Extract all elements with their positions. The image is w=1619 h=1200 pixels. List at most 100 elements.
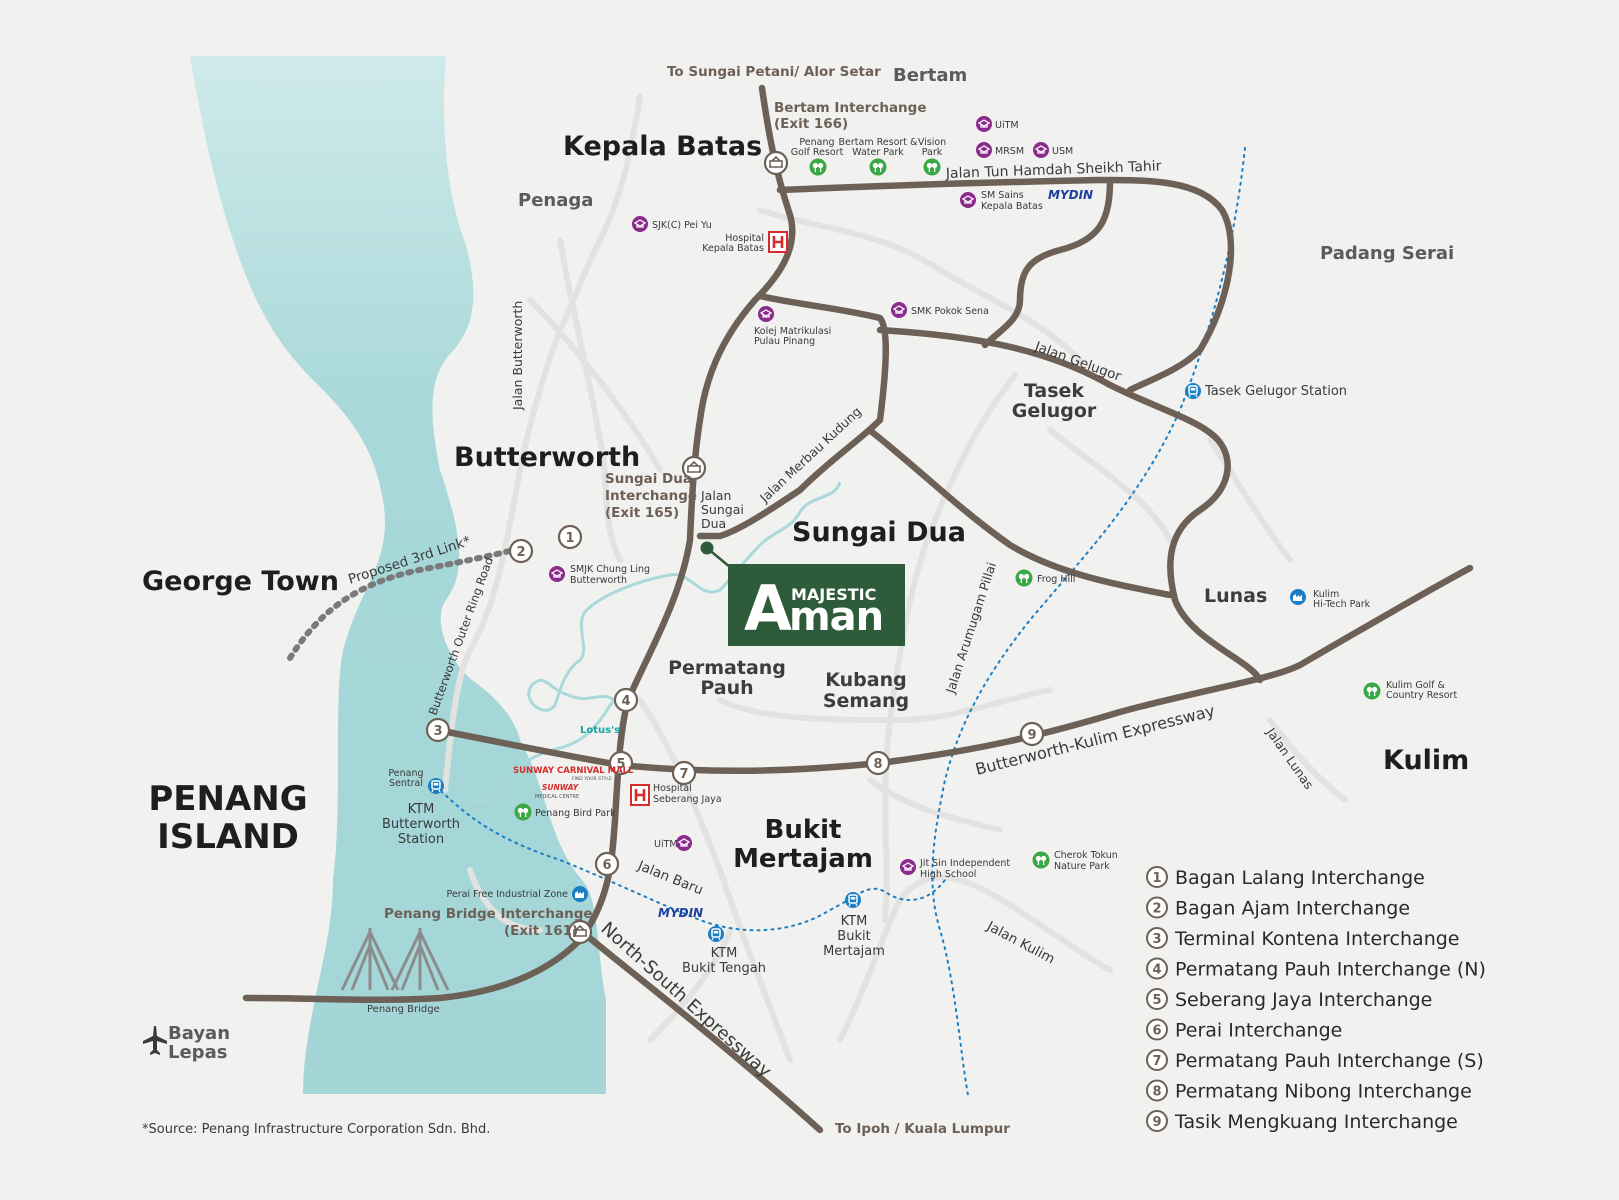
road-to-sungai-petani: To Sungai Petani/ Alor Setar: [667, 64, 881, 80]
place-bukit-mertajam-line1: Bukit: [765, 815, 842, 845]
place-penang-island-line2: ISLAND: [157, 817, 299, 857]
toll-icon: [763, 150, 789, 176]
education-icon: [959, 191, 977, 209]
project-pin: [700, 541, 714, 555]
poi-hospital-kb-line1: Hospital: [725, 233, 764, 244]
legend-label: Bagan Ajam Interchange: [1175, 898, 1410, 920]
legend-item: 6 Perai Interchange: [1146, 1018, 1342, 1042]
place-bayan-lepas-line1: Bayan: [168, 1023, 230, 1044]
poi-sunway-mall: SUNWAY CARNIVAL MALL: [513, 766, 634, 776]
legend-number: 3: [1152, 932, 1161, 947]
poi-uitm-south: UiTM: [654, 839, 678, 850]
poi-cherok-tokun-line1: Cherok Tokun: [1054, 850, 1118, 861]
poi-penang-sentral-line2: Sentral: [389, 778, 423, 789]
education-icon: [975, 141, 993, 159]
logo-majestic: MAJESTIC: [791, 585, 876, 604]
interchange-4-marker: 4: [613, 687, 639, 713]
poi-sunway-med-line2: MEDICAL CENTRE: [535, 794, 579, 800]
svg-text:4: 4: [621, 694, 630, 709]
poi-kolej-line2: Pulau Pinang: [754, 336, 815, 347]
place-tasek-gelugor-line2: Gelugor: [1012, 400, 1097, 422]
place-penaga: Penaga: [518, 190, 593, 211]
park-icon: [1363, 682, 1381, 700]
legend-label: Perai Interchange: [1175, 1020, 1342, 1042]
svg-text:7: 7: [679, 767, 688, 782]
interchange-penang-bridge-line2: (Exit 161): [504, 923, 578, 939]
poi-frog-hill: Frog Hill: [1037, 574, 1075, 585]
river-perai: [469, 699, 616, 804]
legend-number-badge: [1146, 1018, 1168, 1041]
train-station-icon: [427, 777, 445, 795]
education-icon: [675, 834, 693, 852]
airplane-icon: [143, 1026, 167, 1055]
road-to-ipoh: To Ipoh / Kuala Lumpur: [835, 1121, 1010, 1137]
poi-kolej-line1: Kolej Matrikulasi: [754, 326, 831, 337]
poi-jit-sin-line1: Jit Sin Independent: [919, 858, 1010, 869]
poi-ktm-bt-line2: Bukit Tengah: [682, 961, 766, 976]
interchange-9-marker: 9: [1019, 721, 1045, 747]
legend-number-badge: [1146, 1079, 1168, 1102]
interchange-bertam-line2: (Exit 166): [774, 116, 848, 132]
interchange-sungai-dua-line2: Interchange: [605, 488, 697, 504]
logo-man: man: [789, 594, 883, 640]
poi-ktm-bw-line3: Station: [398, 832, 444, 847]
place-sungai-dua: Sungai Dua: [792, 517, 966, 548]
poi-penang-sentral-line1: Penang: [388, 768, 423, 779]
education-icon: [1032, 141, 1050, 159]
road-jalan-tun-hamdah: Jalan Tun Hamdah Sheikh Tahir: [945, 158, 1162, 182]
place-kubang-semang-line2: Semang: [823, 690, 909, 712]
legend-label: Seberang Jaya Interchange: [1175, 989, 1432, 1011]
poi-sjkc-pei-yu: SJK(C) Pei Yu: [652, 220, 712, 231]
majestic-aman-logo: A MAJESTIC man: [728, 564, 905, 646]
hospital-icon: [629, 783, 651, 807]
poi-smk-pokok-sena: SMK Pokok Sena: [911, 306, 989, 317]
place-kulim: Kulim: [1383, 745, 1469, 776]
source-note: *Source: Penang Infrastructure Corporati…: [142, 1122, 490, 1137]
legend-label: Terminal Kontena Interchange: [1174, 928, 1459, 950]
legend-number-badge: [1146, 866, 1168, 888]
poi-mrsm: MRSM: [995, 146, 1024, 157]
svg-text:6: 6: [602, 858, 611, 873]
interchange-2-marker: 2: [508, 538, 534, 564]
train-station-icon: [844, 891, 862, 909]
legend-number: 9: [1152, 1115, 1161, 1130]
poi-ktm-bw-line2: Butterworth: [382, 817, 460, 832]
education-icon: [890, 301, 908, 319]
place-kepala-batas: Kepala Batas: [563, 131, 762, 162]
education-icon: [631, 215, 649, 233]
legend-number-badge: [1146, 896, 1168, 919]
svg-text:5: 5: [616, 757, 625, 772]
place-bukit-mertajam-line2: Mertajam: [733, 844, 873, 874]
poi-bertam-resort-line2: Water Park: [852, 147, 904, 158]
industrial-park-icon: [572, 886, 588, 902]
legend-label: Tasik Mengkuang Interchange: [1174, 1111, 1458, 1133]
place-permatang-pauh-line2: Pauh: [700, 677, 753, 699]
legend-label: Permatang Pauh Interchange (S): [1175, 1050, 1484, 1072]
legend-label: Permatang Nibong Interchange: [1175, 1081, 1472, 1103]
poi-sm-sains-line1: SM Sains: [981, 190, 1024, 201]
education-icon: [975, 115, 993, 133]
poi-penang-golf-line2: Golf Resort: [791, 147, 844, 158]
poi-penang-golf-line1: Penang: [799, 137, 834, 148]
place-bertam: Bertam: [893, 65, 967, 86]
poi-ktm-bm-line2: Bukit: [837, 929, 870, 944]
place-tasek-gelugor-line1: Tasek: [1024, 380, 1085, 402]
legend-number: 1: [1152, 871, 1161, 886]
poi-sm-sains-line2: Kepala Batas: [981, 201, 1043, 212]
poi-penang-bird-park: Penang Bird Park: [535, 808, 616, 819]
poi-usm: USM: [1052, 146, 1073, 157]
train-station-icon: [1184, 382, 1202, 400]
interchange-3-marker: 3: [425, 717, 451, 743]
legend-number: 4: [1152, 963, 1161, 978]
place-lunas: Lunas: [1204, 585, 1267, 607]
poi-hospital-sj-line2: Seberang Jaya: [653, 794, 722, 805]
train-station-icon: [707, 925, 725, 943]
legend-number: 7: [1152, 1054, 1161, 1069]
legend-number: 6: [1152, 1024, 1161, 1039]
poi-bertam-resort-line1: Bertam Resort &: [839, 137, 919, 148]
place-bayan-lepas-line2: Lepas: [168, 1042, 227, 1063]
interchange-5-marker: 5: [608, 750, 634, 776]
